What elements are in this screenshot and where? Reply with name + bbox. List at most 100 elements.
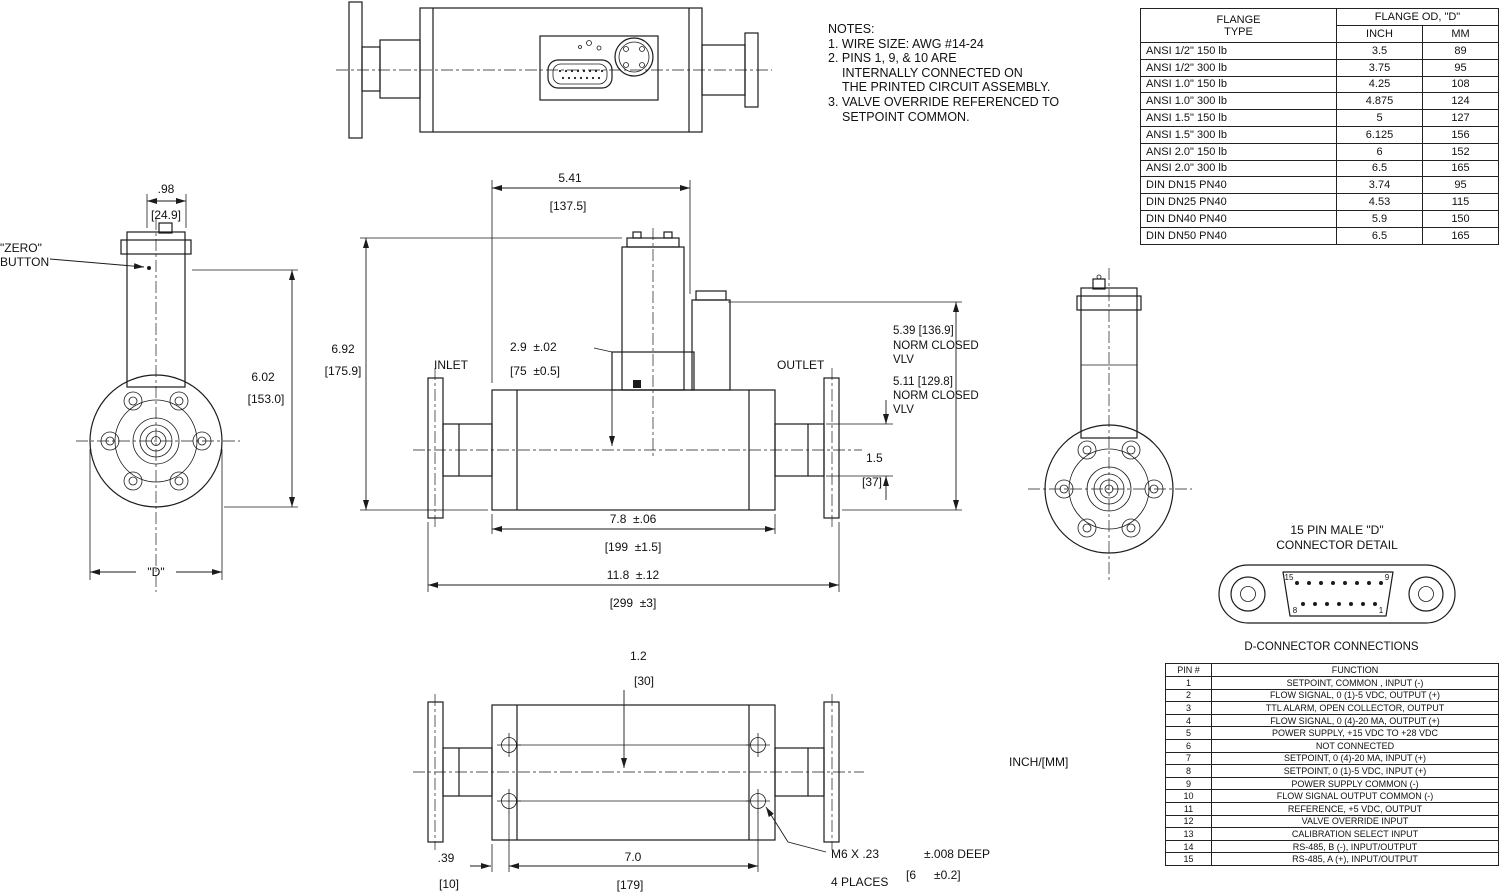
note-line-4: THE PRINTED CIRCUIT ASSEMBLY.: [842, 80, 1051, 95]
thread-depth: ±.008 DEEP: [924, 847, 990, 861]
thread-note-mm: [6: [906, 868, 916, 882]
table-cell: FLOW SIGNAL, 0 (4)-20 MA, OUTPUT (+): [1211, 713, 1499, 728]
table-cell: 127: [1422, 109, 1499, 127]
bottom-view: 1.2 [30] .39 [10] 7.0 [179] M6 X .23 ±.0…: [413, 649, 990, 892]
table-cell: ANSI 1.5" 300 lb: [1140, 125, 1337, 144]
dim-118: 11.8 ±.12: [607, 568, 660, 582]
table-cell: 3.75: [1336, 58, 1423, 77]
vlv2-dim: 5.11 [129.8]: [893, 376, 953, 388]
mounting-holes: [497, 733, 770, 813]
table-cell: 15: [1165, 852, 1212, 866]
table-cell: 12: [1165, 814, 1212, 829]
pin-table-title: D-CONNECTOR CONNECTIONS: [1244, 641, 1419, 653]
flange-face-right: [1044, 424, 1174, 554]
table-cell: ANSI 2.0" 150 lb: [1140, 142, 1337, 161]
pin-label-15: 15: [1285, 573, 1294, 582]
table-cell: 150: [1422, 209, 1499, 228]
top-plan-view: [336, 1, 772, 139]
dim-541-mm: [137.5]: [550, 199, 587, 213]
front-view-right: [1028, 268, 1192, 582]
table-cell: NOT CONNECTED: [1211, 738, 1499, 753]
vlv2-label-1: NORM CLOSED: [893, 390, 979, 402]
table-cell: 115: [1422, 193, 1499, 211]
table-cell: ANSI 1.0" 150 lb: [1140, 75, 1337, 94]
dim-29: 2.9 ±.02: [510, 340, 557, 354]
dim-width-inch: .98: [158, 182, 175, 196]
table-cell: FLOW SIGNAL, 0 (1)-5 VDC, OUTPUT (+): [1211, 688, 1499, 703]
table-cell: TTL ALARM, OPEN COLLECTOR, OUTPUT: [1211, 701, 1499, 715]
dim-541: 5.41: [558, 171, 582, 185]
table-cell: DIN DN40 PN40: [1140, 209, 1337, 228]
table-cell: VALVE OVERRIDE INPUT: [1211, 814, 1499, 829]
table-cell: 6: [1336, 142, 1423, 161]
table-cell: 108: [1422, 75, 1499, 94]
note-line-2: 2. PINS 1, 9, & 10 ARE: [828, 51, 957, 66]
pin-label-8: 8: [1293, 606, 1298, 615]
table-cell: 9: [1165, 776, 1212, 791]
front-view-left: .98 [24.9] 6.02 [153.0] "D" "ZERO" BUTTO…: [0, 182, 298, 592]
dim-39: .39: [438, 851, 455, 865]
dim-12: 1.2: [630, 649, 647, 663]
mm-header: MM: [1422, 25, 1499, 43]
vlv1-label-1: NORM CLOSED: [893, 340, 979, 352]
table-cell: 3: [1165, 701, 1212, 715]
inlet-label: INLET: [434, 358, 469, 372]
table-cell: 165: [1422, 159, 1499, 178]
table-cell: ANSI 1/2" 150 lb: [1140, 42, 1337, 60]
pin-label-9: 9: [1385, 573, 1390, 582]
table-cell: 5: [1336, 109, 1423, 127]
table-cell: 4.875: [1336, 92, 1423, 111]
table-cell: POWER SUPPLY COMMON (-): [1211, 776, 1499, 791]
dim-70-mm: [179]: [617, 878, 644, 892]
table-cell: DIN DN25 PN40: [1140, 193, 1337, 211]
table-cell: 165: [1422, 226, 1499, 245]
thread-depth-mm: ±0.2]: [934, 868, 961, 882]
table-cell: 95: [1422, 58, 1499, 77]
electrical-connector-plate: [539, 35, 659, 101]
table-cell: 89: [1422, 42, 1499, 60]
table-cell: RS-485, A (+), INPUT/OUTPUT: [1211, 852, 1499, 866]
notes-block: NOTES: 1. WIRE SIZE: AWG #14-24 2. PINS …: [828, 22, 1059, 124]
note-line-5: 3. VALVE OVERRIDE REFERENCED TO: [828, 94, 1060, 109]
dim-29-mm: [75 ±0.5]: [510, 364, 560, 378]
table-cell: 152: [1422, 142, 1499, 161]
table-cell: CALIBRATION SELECT INPUT: [1211, 827, 1499, 841]
table-cell: 6: [1165, 738, 1212, 753]
connector-title-1: 15 PIN MALE "D": [1290, 523, 1383, 537]
dim-flange-od: "D": [147, 565, 164, 579]
flange-header-line2: TYPE: [1224, 25, 1253, 38]
inch-header: INCH: [1336, 25, 1423, 43]
table-cell: 2: [1165, 688, 1212, 703]
table-cell: 156: [1422, 125, 1499, 144]
outlet-label: OUTLET: [777, 358, 825, 372]
table-cell: 11: [1165, 801, 1212, 816]
table-cell: ANSI 2.0" 300 lb: [1140, 159, 1337, 178]
table-cell: 124: [1422, 92, 1499, 111]
note-line-1: 1. WIRE SIZE: AWG #14-24: [828, 36, 984, 51]
d-sub-connector: [547, 59, 613, 89]
table-cell: 4.25: [1336, 75, 1423, 94]
vlv1-dim: 5.39 [136.9]: [893, 325, 954, 337]
table-cell: 1: [1165, 676, 1212, 690]
dim-118-mm: [299 ±3]: [610, 596, 657, 610]
inlet-flange: [427, 377, 444, 519]
pin-number-header: PIN #: [1165, 663, 1212, 677]
table-cell: ANSI 1.0" 300 lb: [1140, 92, 1337, 111]
